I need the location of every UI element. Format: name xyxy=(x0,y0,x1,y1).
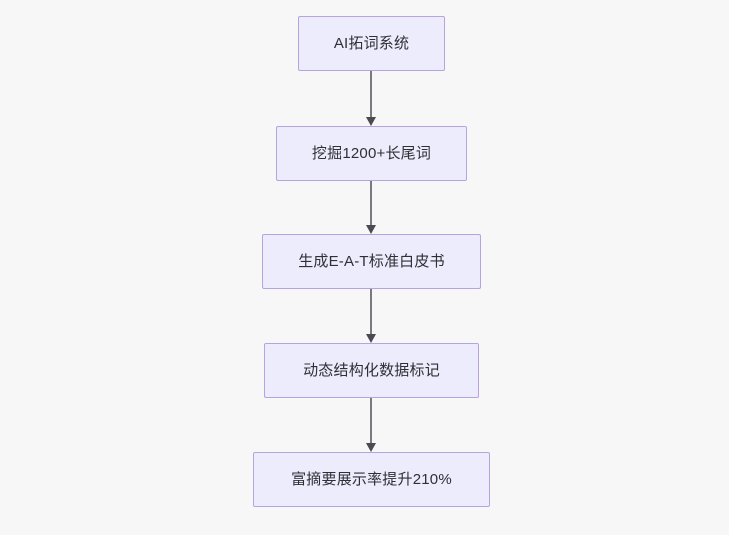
flow-node-rich-snippet-impression-uplift[interactable]: 富摘要展示率提升210% xyxy=(253,452,490,507)
flow-node-label: 生成E-A-T标准白皮书 xyxy=(298,252,445,270)
arrowhead-down-icon xyxy=(366,443,376,452)
flow-connector-1-to-2 xyxy=(364,71,378,126)
arrowhead-down-icon xyxy=(366,225,376,234)
connector-line xyxy=(370,398,372,444)
flow-node-dynamic-structured-data-markup[interactable]: 动态结构化数据标记 xyxy=(264,343,479,398)
flow-node-ai-keyword-system[interactable]: AI拓词系统 xyxy=(298,16,445,71)
flow-node-mine-longtail-keywords[interactable]: 挖掘1200+长尾词 xyxy=(276,126,467,181)
flow-connector-2-to-3 xyxy=(364,181,378,234)
flow-connector-3-to-4 xyxy=(364,289,378,343)
flow-connector-4-to-5 xyxy=(364,398,378,452)
connector-line xyxy=(370,71,372,118)
flow-node-label: AI拓词系统 xyxy=(333,34,410,52)
arrowhead-down-icon xyxy=(366,117,376,126)
connector-line xyxy=(370,289,372,335)
flow-node-label: 动态结构化数据标记 xyxy=(303,361,440,379)
flow-node-label: 挖掘1200+长尾词 xyxy=(311,144,432,162)
arrowhead-down-icon xyxy=(366,334,376,343)
connector-line xyxy=(370,181,372,226)
flow-node-label: 富摘要展示率提升210% xyxy=(291,470,452,488)
flow-node-generate-eat-whitepaper[interactable]: 生成E-A-T标准白皮书 xyxy=(262,234,481,289)
